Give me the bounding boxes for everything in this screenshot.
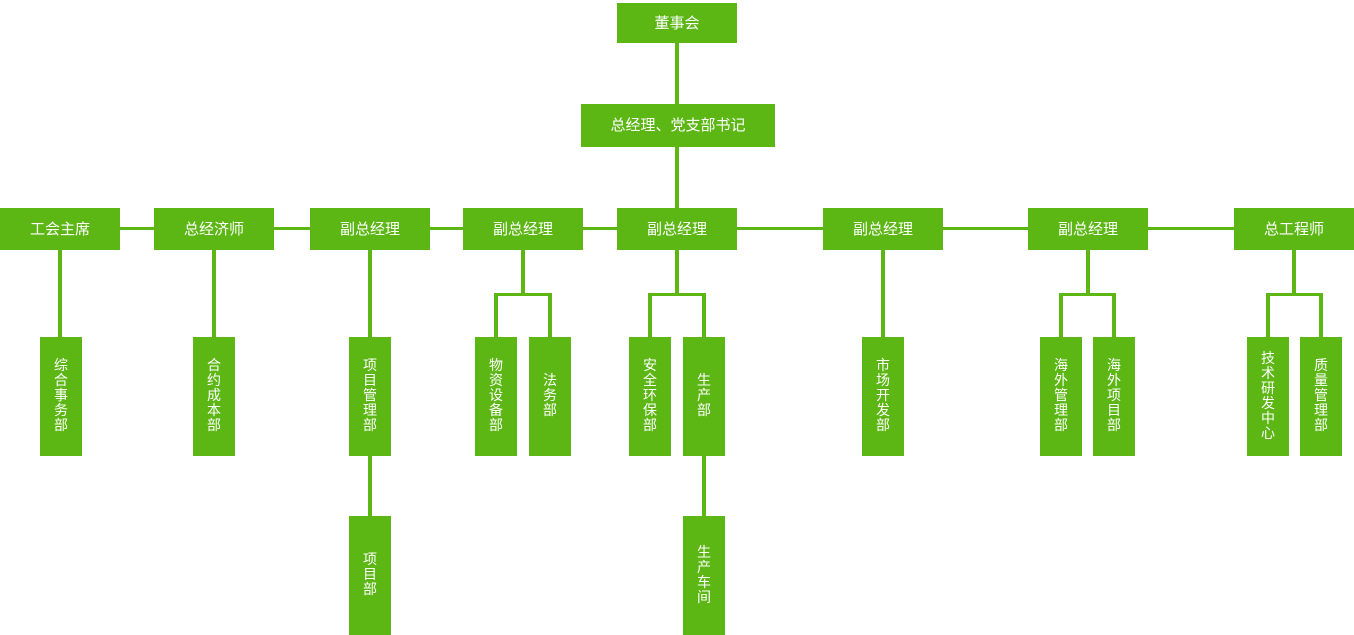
org-node-project-dept-label: 项目部 [363, 552, 377, 598]
connector-gm-row3 [675, 147, 679, 208]
org-node-overseas-project-label: 海外项目部 [1107, 358, 1121, 434]
org-node-quality-management: 质量管理部 [1300, 337, 1342, 456]
org-node-quality-management-label: 质量管理部 [1314, 358, 1328, 434]
org-node-overseas-project: 海外项目部 [1093, 337, 1135, 456]
org-node-materials-equipment: 物资设备部 [475, 337, 517, 456]
connector-deputy3-safety [648, 293, 652, 337]
org-node-chief-economist: 总经济师 [154, 208, 274, 250]
org-node-project-dept: 项目部 [349, 516, 391, 635]
org-node-contract-cost-label: 合约成本部 [207, 358, 221, 434]
connector-deputy2-branch [494, 293, 552, 296]
org-node-production-workshop: 生产车间 [683, 516, 725, 635]
connector-deputy5-overseas-mgmt [1059, 293, 1063, 337]
connector-union-general-affairs [58, 250, 62, 337]
org-node-production-label: 生产部 [697, 373, 711, 419]
org-node-legal: 法务部 [529, 337, 571, 456]
org-node-deputy-gm-3: 副总经理 [617, 208, 737, 250]
org-node-chief-engineer-label: 总工程师 [1263, 219, 1324, 238]
connector-chief-engineer-quality [1319, 293, 1323, 337]
org-node-deputy-gm-4: 副总经理 [823, 208, 943, 250]
org-node-overseas-management-label: 海外管理部 [1054, 358, 1068, 434]
org-node-deputy-gm-4-label: 副总经理 [852, 219, 913, 238]
org-node-gm-party-secretary-label: 总经理、党支部书记 [610, 116, 746, 134]
org-node-legal-label: 法务部 [543, 373, 557, 419]
connector-economist-contract-cost [212, 250, 216, 337]
org-node-contract-cost: 合约成本部 [193, 337, 235, 456]
connector-chief-engineer-stem [1292, 250, 1296, 296]
org-node-union-chairman-label: 工会主席 [29, 219, 90, 238]
org-node-gm-party-secretary: 总经理、党支部书记 [581, 104, 775, 147]
org-node-deputy-gm-2-label: 副总经理 [492, 219, 553, 238]
connector-deputy2-materials [494, 293, 498, 337]
org-node-safety-environment-label: 安全环保部 [643, 358, 657, 434]
connector-project-management-project-dept [368, 456, 372, 516]
connector-deputy1-project-management [368, 250, 372, 337]
org-node-chief-economist-label: 总经济师 [183, 219, 244, 238]
connector-chief-engineer-tech-rd [1266, 293, 1270, 337]
org-node-project-management: 项目管理部 [349, 337, 391, 456]
org-node-deputy-gm-5: 副总经理 [1028, 208, 1148, 250]
connector-deputy4-market [881, 250, 885, 337]
org-node-market-development-label: 市场开发部 [876, 358, 890, 434]
org-node-deputy-gm-1: 副总经理 [310, 208, 430, 250]
org-node-general-affairs: 综合事务部 [40, 337, 82, 456]
org-node-deputy-gm-3-label: 副总经理 [646, 219, 707, 238]
org-node-deputy-gm-2: 副总经理 [463, 208, 583, 250]
org-node-union-chairman: 工会主席 [0, 208, 120, 250]
connector-board-gm [675, 43, 679, 104]
connector-deputy3-branch [648, 293, 706, 296]
org-node-materials-equipment-label: 物资设备部 [489, 358, 503, 434]
org-node-production-workshop-label: 生产车间 [697, 544, 711, 606]
connector-production-workshop [702, 456, 706, 516]
org-node-chief-engineer: 总工程师 [1234, 208, 1354, 250]
org-node-board: 董事会 [617, 3, 737, 43]
org-node-overseas-management: 海外管理部 [1040, 337, 1082, 456]
org-node-safety-environment: 安全环保部 [629, 337, 671, 456]
connector-deputy3-stem [675, 250, 679, 296]
org-node-project-management-label: 项目管理部 [363, 358, 377, 434]
org-node-tech-rd-center-label: 技术研发中心 [1261, 350, 1275, 442]
org-node-production: 生产部 [683, 337, 725, 456]
connector-deputy5-overseas-project [1112, 293, 1116, 337]
org-node-tech-rd-center: 技术研发中心 [1247, 337, 1289, 456]
connector-deputy2-legal [548, 293, 552, 337]
connector-deputy3-production [702, 293, 706, 337]
org-node-deputy-gm-5-label: 副总经理 [1057, 219, 1118, 238]
connector-chief-engineer-branch [1266, 293, 1323, 296]
connector-deputy2-stem [521, 250, 525, 296]
connector-deputy5-stem [1086, 250, 1090, 296]
connector-deputy5-branch [1059, 293, 1116, 296]
org-node-deputy-gm-1-label: 副总经理 [339, 219, 400, 238]
org-node-board-label: 董事会 [654, 13, 700, 32]
org-node-market-development: 市场开发部 [862, 337, 904, 456]
org-node-general-affairs-label: 综合事务部 [54, 358, 68, 434]
